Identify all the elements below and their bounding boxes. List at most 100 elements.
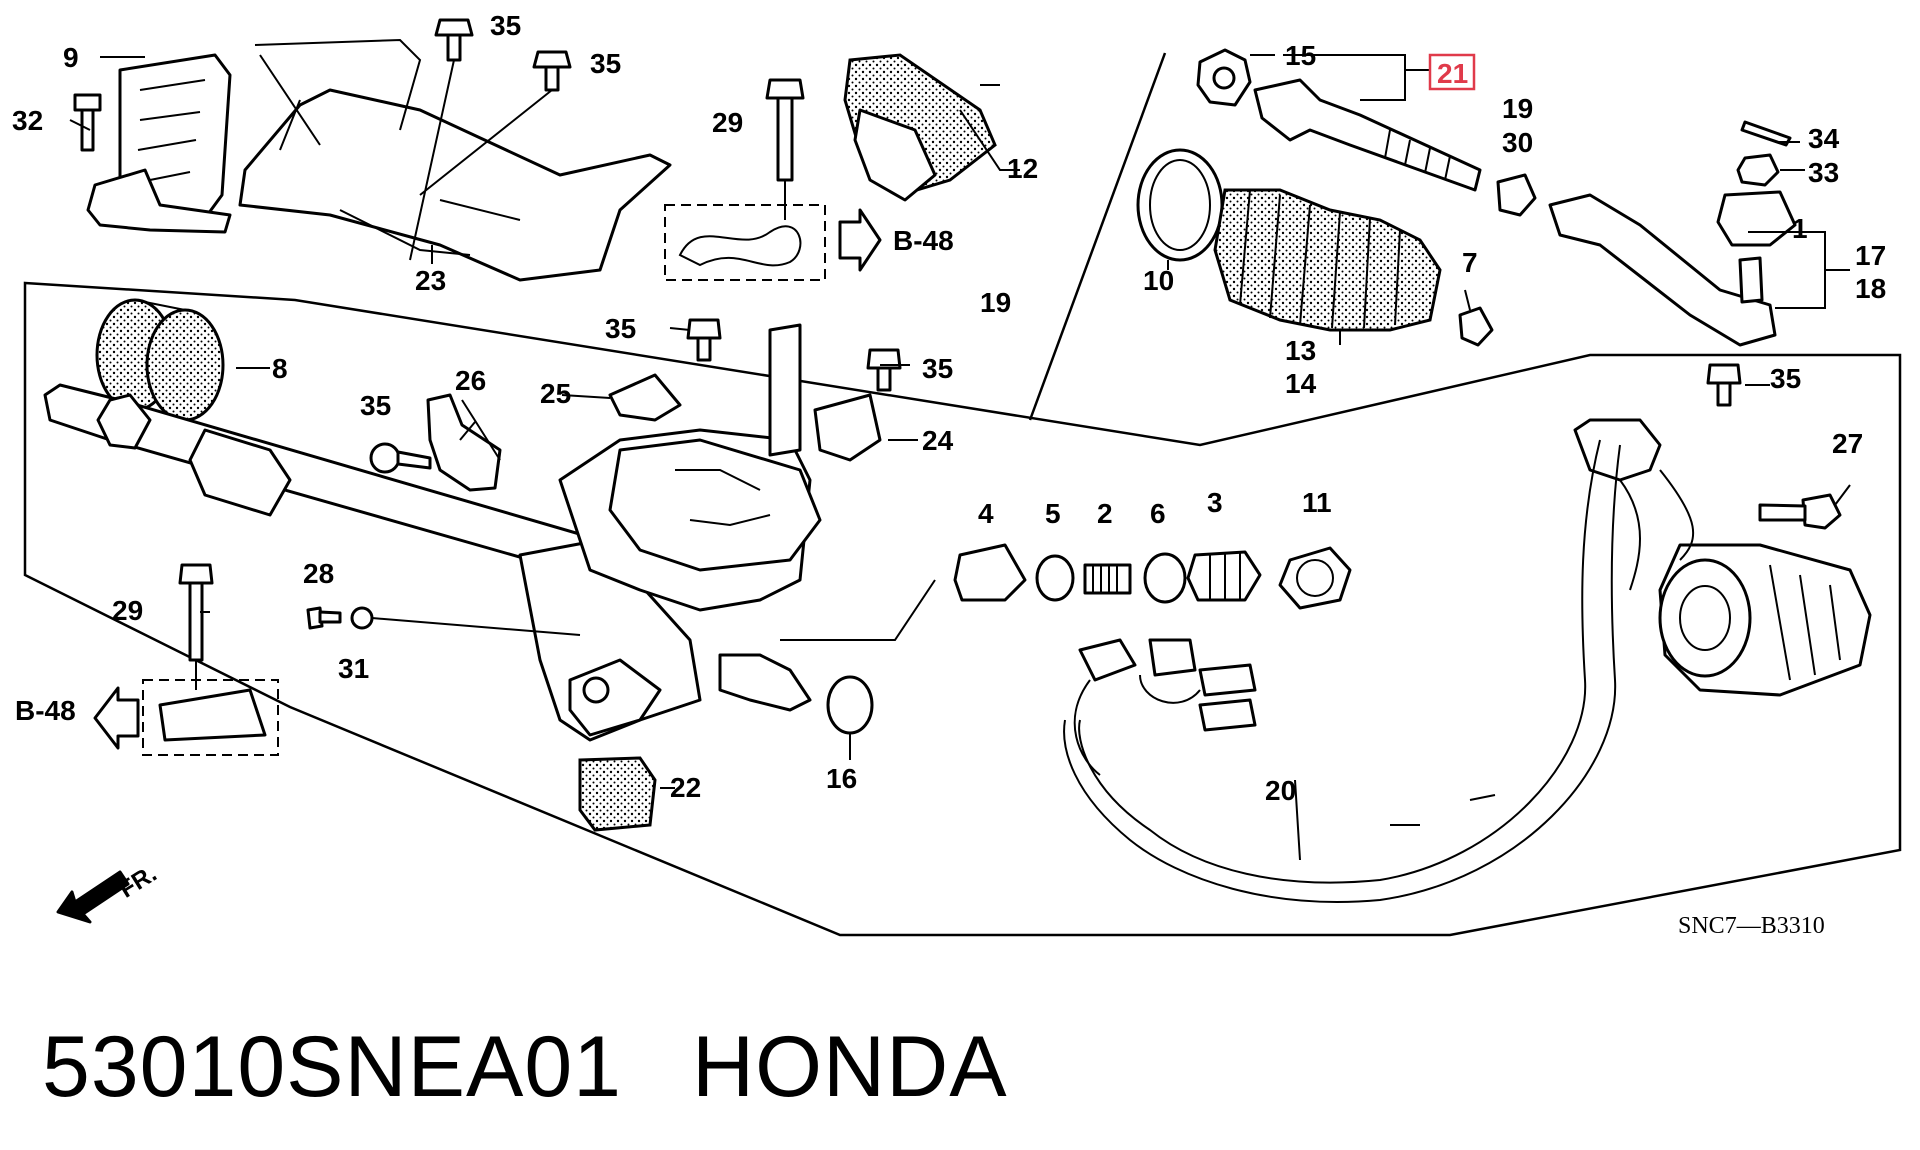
bolt-part-29-top: [765, 78, 805, 182]
part-number: 53010SNEA01: [42, 1019, 622, 1115]
ref-b48-right: B-48: [893, 225, 954, 256]
callout-35-e: 35: [360, 390, 391, 421]
callout-7: 7: [1462, 247, 1478, 278]
callout-28: 28: [303, 558, 334, 589]
bolt-part-35-mid-a: [686, 318, 722, 362]
callout-20: 20: [1265, 775, 1296, 806]
rack-housing: [43, 323, 822, 742]
callout-labels: 9 32 35 35 23 29 B-48 12 15 21 19 30 34 …: [12, 10, 1886, 806]
ref-arrow-left: [93, 686, 140, 750]
wire-harness-part-20: [1063, 418, 1694, 903]
front-direction-indicator: FR.: [56, 860, 162, 924]
bolt-part-27: [1758, 493, 1842, 530]
callout-25: 25: [540, 378, 571, 409]
callout-9: 9: [63, 42, 79, 73]
callout-21: 21: [1437, 58, 1468, 89]
callout-29-b: 29: [112, 595, 143, 626]
callout-13: 13: [1285, 335, 1316, 366]
callout-2: 2: [1097, 498, 1113, 529]
tie-rod-frame: [1028, 52, 1167, 421]
eps-motor: [1658, 543, 1872, 697]
callout-21-highlight: [1428, 53, 1476, 91]
washer-part-6: [1143, 552, 1187, 604]
rack-guide-part-4: [953, 543, 1027, 602]
bracket-part-25: [608, 373, 682, 422]
callout-29-a: 29: [712, 107, 743, 138]
callout-26: 26: [455, 365, 486, 396]
callout-5: 5: [1045, 498, 1061, 529]
callout-24: 24: [922, 425, 954, 456]
tie-rod-part-21: [1253, 78, 1482, 192]
callout-11: 11: [1302, 487, 1332, 518]
callout-19-a: 19: [1502, 93, 1533, 124]
callout-16: 16: [826, 763, 857, 794]
bolt-part-29-lower: [178, 563, 214, 662]
callout-8: 8: [272, 353, 288, 384]
bolt-part-35-top-b: [532, 50, 572, 92]
mount-part-22: [578, 756, 657, 832]
washer-part-31: [350, 606, 374, 630]
steering-rack-exploded-diagram: 9 32 35 35 23 29 B-48 12 15 21 19 30 34 …: [12, 10, 1902, 939]
callout-32: 32: [12, 105, 43, 136]
boot-part-13: [1213, 188, 1442, 332]
mount-bushing-part-8: [95, 298, 225, 422]
callout-35-c: 35: [605, 313, 636, 344]
screw-part-28: [306, 606, 342, 630]
callout-1: 1: [1792, 213, 1808, 244]
bolt-part-32: [73, 93, 102, 152]
callout-12: 12: [1007, 153, 1038, 184]
bracket-part-24: [813, 393, 882, 462]
diagram-code: SNC7—B3310: [1678, 913, 1825, 939]
o-ring-part-5: [1035, 554, 1075, 602]
bolt-part-35-mid-b: [866, 348, 902, 392]
bracket-detail-box-lower: [142, 679, 279, 756]
seal-part-16: [826, 675, 874, 735]
callout-15: 15: [1285, 40, 1316, 71]
callout-27: 27: [1832, 428, 1863, 459]
locknut-part-30: [1496, 173, 1537, 217]
brand-name: HONDA: [692, 1019, 1008, 1115]
callout-30: 30: [1502, 127, 1533, 158]
bolt-part-35-mid-c: [369, 442, 432, 474]
callout-33: 33: [1808, 157, 1839, 188]
callout-14: 14: [1285, 368, 1317, 399]
lock-washer-part-15: [1196, 48, 1252, 107]
bolt-part-35-top-a: [434, 18, 474, 62]
band-clamp-part-10: [1136, 148, 1224, 262]
ref-arrow-right: [838, 208, 882, 272]
bracket-detail-box-top: [664, 204, 826, 281]
callout-34: 34: [1808, 123, 1840, 154]
ref-b48-left: B-48: [15, 695, 76, 726]
spring-part-2: [1083, 563, 1132, 595]
callout-4: 4: [978, 498, 994, 529]
bolt-part-35-harness: [1706, 363, 1742, 407]
callout-23: 23: [415, 265, 446, 296]
part-caption: 53010SNEA01 HONDA: [42, 1018, 1008, 1117]
dust-seal-part-1: [1716, 190, 1797, 247]
locknut-part-11: [1278, 546, 1352, 610]
front-arrow-icon: [56, 870, 130, 924]
callout-3: 3: [1207, 487, 1223, 518]
cotter-pin-part-34: [1740, 120, 1792, 147]
callout-18: 18: [1855, 273, 1886, 304]
callout-31: 31: [338, 653, 369, 684]
callout-35-a: 35: [490, 10, 521, 41]
callout-35-b: 35: [590, 48, 621, 79]
bracket-part-26: [426, 393, 502, 492]
grommet-part-12: [843, 53, 997, 202]
callout-22: 22: [670, 772, 701, 803]
heat-shield-part-23: [238, 38, 672, 282]
callout-19-b: 19: [980, 287, 1011, 318]
callout-35-f: 35: [1770, 363, 1801, 394]
assembly-frame: [23, 281, 1902, 937]
clip-part-7: [1458, 306, 1494, 347]
callout-6: 6: [1150, 498, 1166, 529]
castle-nut-part-33: [1736, 153, 1780, 187]
callout-17: 17: [1855, 240, 1886, 271]
callout-35-d: 35: [922, 353, 953, 384]
bracket-part-9: [86, 53, 232, 234]
front-label: FR.: [114, 860, 161, 903]
tie-rod-end-part-17: [1548, 193, 1777, 347]
callout-10: 10: [1143, 265, 1174, 296]
adjuster-part-3: [1186, 550, 1262, 602]
